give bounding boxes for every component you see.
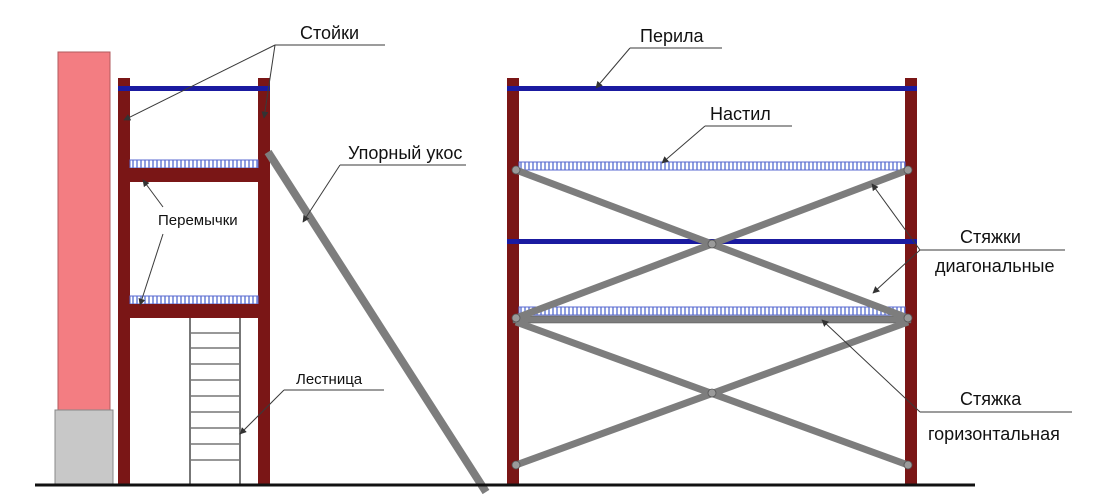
label-lestnitsa: Лестница xyxy=(296,371,363,388)
brace-joints xyxy=(511,165,913,470)
leader-stoyki-1 xyxy=(123,44,276,121)
post-left-2 xyxy=(258,78,270,484)
deck-right-2 xyxy=(518,306,906,316)
label-styazhka-line1: Стяжка xyxy=(960,389,1022,409)
horizontal-brace xyxy=(512,315,912,324)
label-perila: Перила xyxy=(640,26,705,46)
leader-styazhki-2 xyxy=(872,249,921,294)
deck-left-2 xyxy=(129,295,259,305)
leader-peremychki-1 xyxy=(142,179,164,208)
leader-nastil xyxy=(661,125,706,164)
rail-right-top xyxy=(507,86,917,91)
label-styazhki-line1: Стяжки xyxy=(960,227,1021,247)
crossbar-left-1 xyxy=(118,168,270,182)
wall xyxy=(57,51,111,413)
post-right-1 xyxy=(507,78,519,484)
label-nastil: Настил xyxy=(710,104,771,124)
support-strut xyxy=(264,149,490,495)
post-right-2 xyxy=(905,78,917,484)
leader-styazhka xyxy=(821,319,921,413)
deck-right-1 xyxy=(518,161,906,171)
ladder xyxy=(189,318,241,484)
crossbar-left-2 xyxy=(118,304,270,318)
label-styazhki-line2: диагональные xyxy=(935,256,1054,276)
label-stoyki: Стойки xyxy=(300,23,359,43)
label-uporny-ukos: Упорный укос xyxy=(348,143,462,163)
label-peremychki: Перемычки xyxy=(158,212,238,229)
deck-left-1 xyxy=(129,159,259,169)
label-styazhka-line2: горизонтальная xyxy=(928,424,1060,444)
post-left-1 xyxy=(118,78,130,484)
leader-styazhki-1 xyxy=(871,183,921,251)
leader-lestnitsa xyxy=(239,389,285,435)
leader-stoyki-2 xyxy=(261,44,276,119)
wall-base xyxy=(54,409,114,485)
leader-ukos xyxy=(302,164,341,223)
rail-left-top xyxy=(118,86,270,91)
leader-peremychki-2 xyxy=(138,233,164,306)
leader-perila xyxy=(595,47,631,89)
